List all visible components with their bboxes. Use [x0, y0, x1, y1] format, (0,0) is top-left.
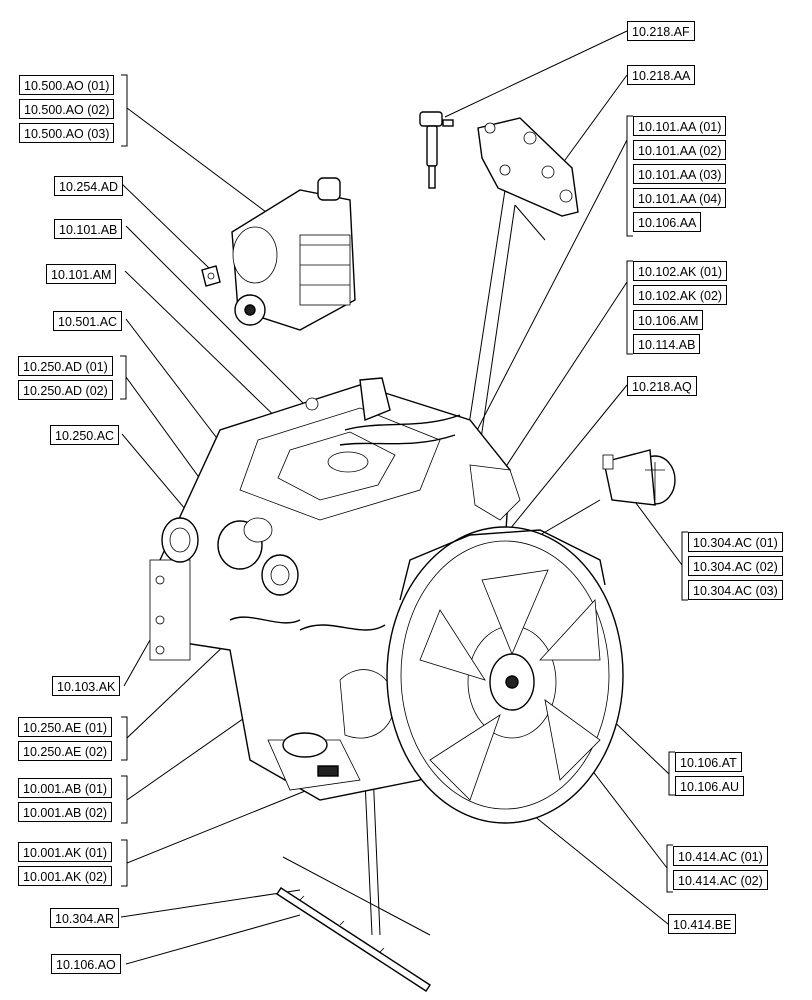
- callout-10-103-ak[interactable]: 10.103.AK: [52, 676, 121, 696]
- callout-10-218-af[interactable]: 10.218.AF: [627, 21, 695, 41]
- callout-10-414-ac-01[interactable]: 10.414.AC (01): [673, 846, 768, 866]
- callout-10-304-ar[interactable]: 10.304.AR: [50, 908, 120, 928]
- callout-10-101-aa-04[interactable]: 10.101.AA (04): [633, 188, 727, 208]
- callout-10-501-ac[interactable]: 10.501.AC: [53, 311, 123, 331]
- callout-10-414-ac-02[interactable]: 10.414.AC (02): [673, 870, 768, 890]
- callout-10-101-aa-03[interactable]: 10.101.AA (03): [633, 164, 727, 184]
- callout-10-114-ab[interactable]: 10.114.AB: [633, 334, 701, 354]
- callout-10-106-au[interactable]: 10.106.AU: [675, 776, 745, 796]
- callout-10-500-ao-02[interactable]: 10.500.AO (02): [19, 99, 115, 119]
- callout-10-001-ab-01[interactable]: 10.001.AB (01): [18, 778, 113, 798]
- callout-10-106-ao[interactable]: 10.106.AO: [51, 954, 121, 974]
- callout-10-218-aa[interactable]: 10.218.AA: [627, 65, 696, 85]
- bracket-drawing: [477, 117, 579, 217]
- callout-10-414-be[interactable]: 10.414.BE: [668, 914, 737, 934]
- callout-10-304-ac-02[interactable]: 10.304.AC (02): [688, 556, 783, 576]
- callout-10-250-ad-01[interactable]: 10.250.AD (01): [18, 356, 113, 376]
- aftertreatment-drawing: [231, 177, 356, 331]
- callout-10-250-ae-01[interactable]: 10.250.AE (01): [18, 717, 113, 737]
- callout-10-304-ac-01[interactable]: 10.304.AC (01): [688, 532, 783, 552]
- callout-10-218-aq[interactable]: 10.218.AQ: [627, 376, 697, 396]
- callout-10-001-ak-02[interactable]: 10.001.AK (02): [18, 866, 113, 886]
- injector-drawing: [419, 111, 454, 189]
- callout-10-101-ab[interactable]: 10.101.AB: [54, 219, 123, 239]
- callout-10-106-at[interactable]: 10.106.AT: [675, 752, 742, 772]
- dipstick-drawing: [276, 887, 431, 992]
- callout-10-254-ad[interactable]: 10.254.AD: [54, 176, 124, 196]
- callout-10-250-ae-02[interactable]: 10.250.AE (02): [18, 741, 113, 761]
- callout-10-001-ak-01[interactable]: 10.001.AK (01): [18, 842, 113, 862]
- pump-drawing: [602, 449, 676, 506]
- callout-10-304-ac-03[interactable]: 10.304.AC (03): [688, 580, 783, 600]
- callout-10-250-ad-02[interactable]: 10.250.AD (02): [18, 380, 113, 400]
- callout-10-106-am[interactable]: 10.106.AM: [633, 310, 704, 330]
- callout-10-250-ac[interactable]: 10.250.AC: [50, 425, 120, 445]
- fan-drawing: [386, 526, 624, 824]
- callout-10-101-aa-02[interactable]: 10.101.AA (02): [633, 140, 727, 160]
- gasket-drawing: [201, 265, 221, 287]
- callout-10-106-aa[interactable]: 10.106.AA: [633, 212, 702, 232]
- callout-10-101-aa-01[interactable]: 10.101.AA (01): [633, 116, 727, 136]
- callout-10-001-ab-02[interactable]: 10.001.AB (02): [18, 802, 113, 822]
- callout-10-500-ao-01[interactable]: 10.500.AO (01): [19, 75, 115, 95]
- callout-10-500-ao-03[interactable]: 10.500.AO (03): [19, 123, 115, 143]
- callout-10-102-ak-01[interactable]: 10.102.AK (01): [633, 261, 728, 281]
- callout-10-102-ak-02[interactable]: 10.102.AK (02): [633, 285, 728, 305]
- callout-10-101-am[interactable]: 10.101.AM: [46, 264, 117, 284]
